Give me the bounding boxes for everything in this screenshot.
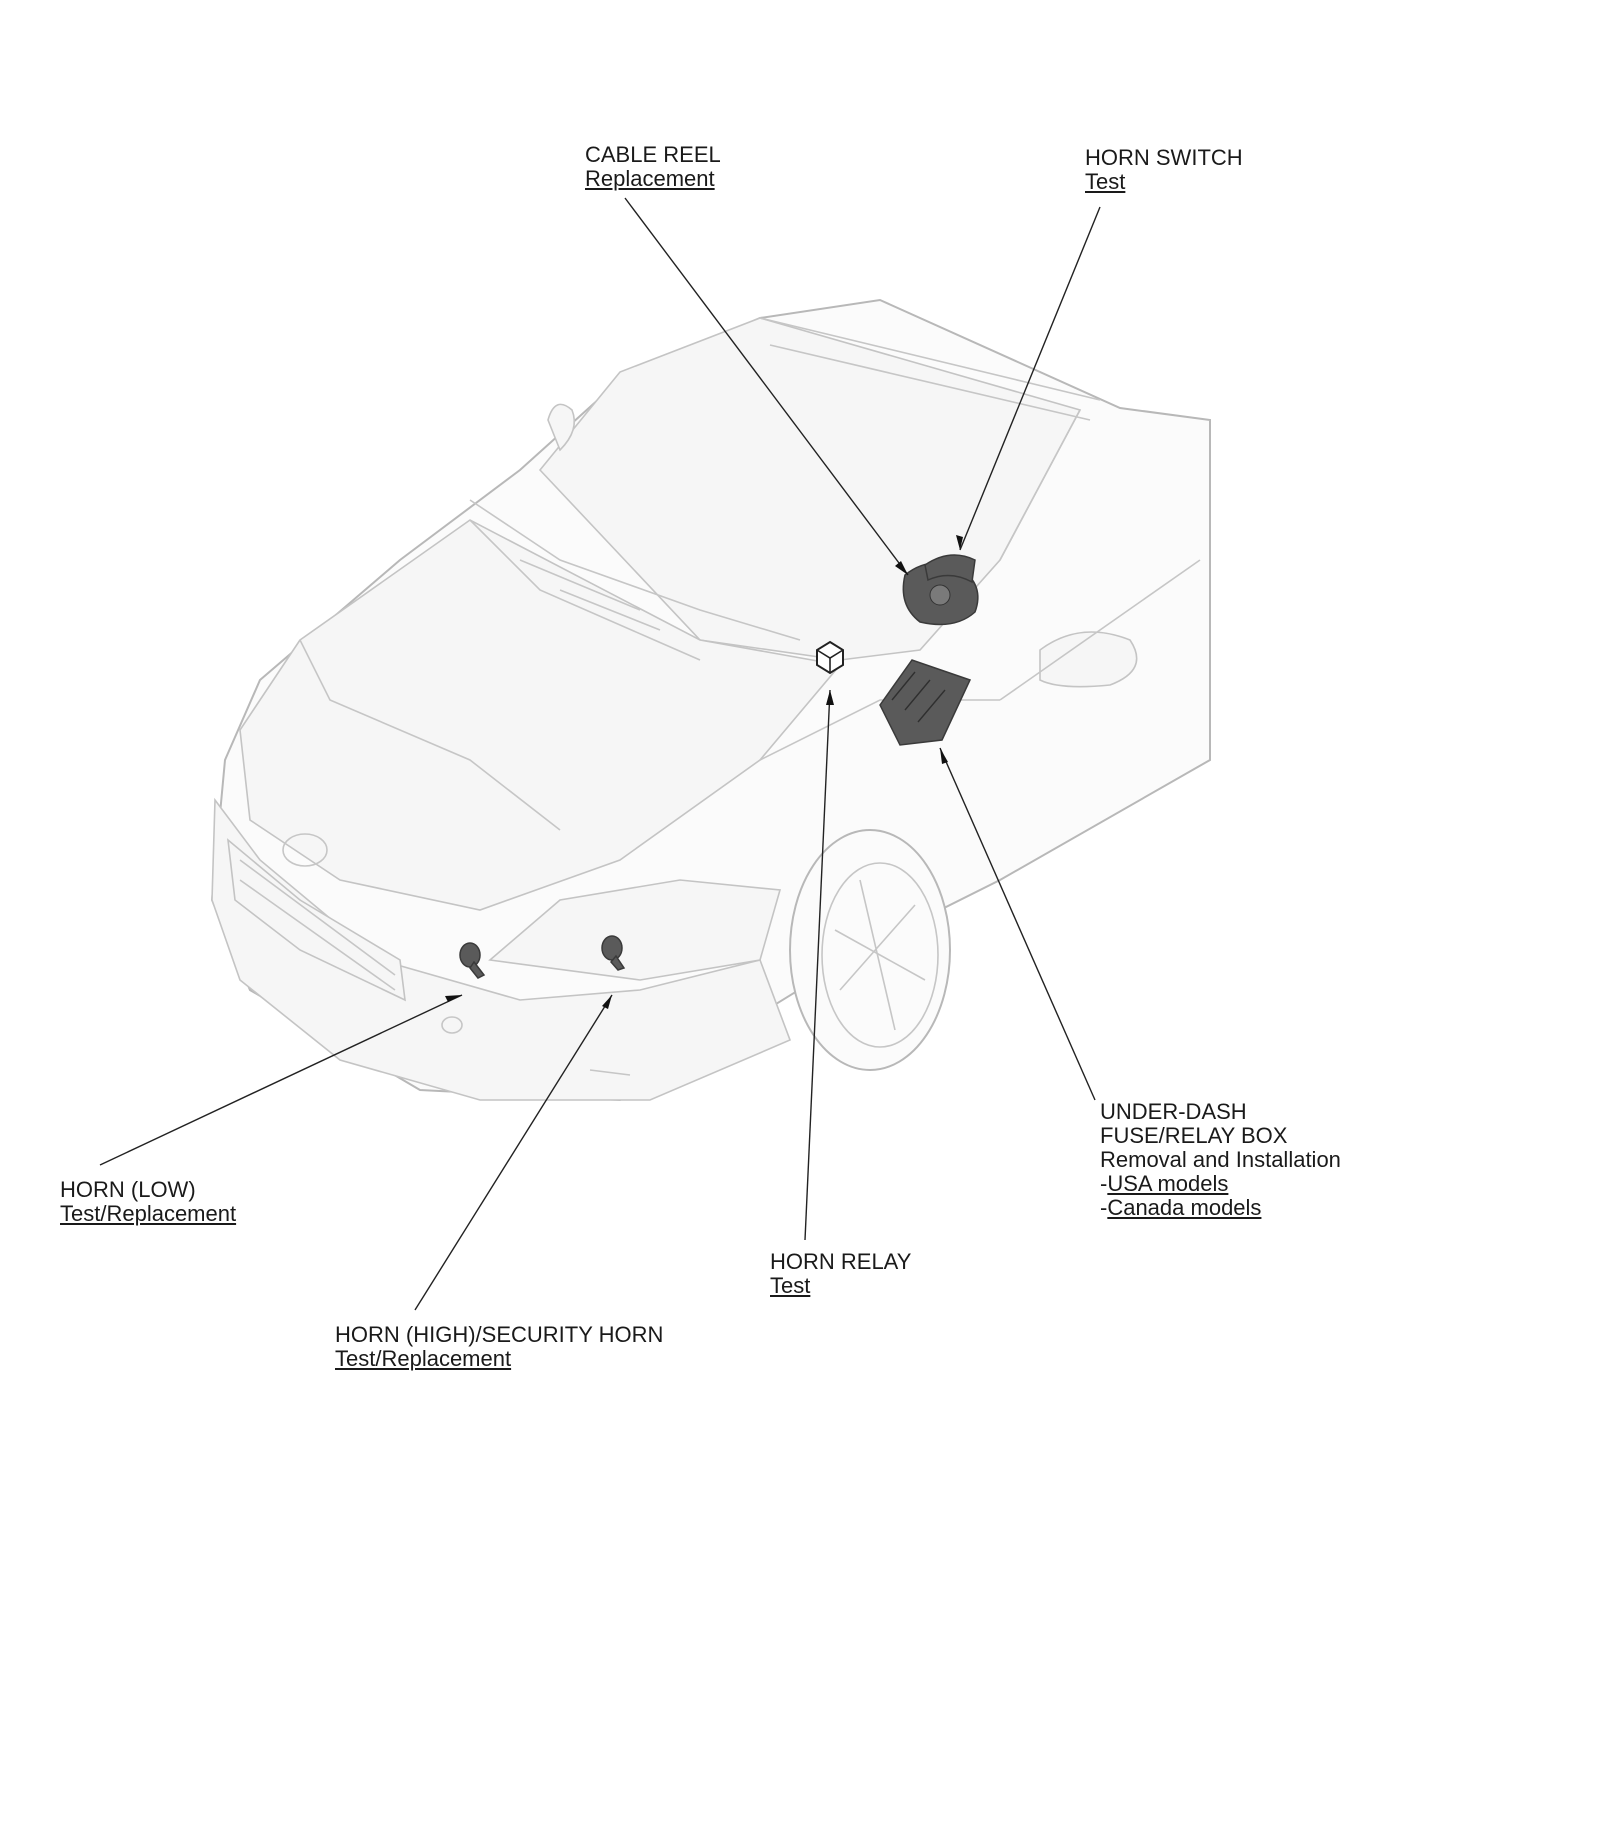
horn-high-component — [601, 935, 626, 971]
under-dash-leader — [939, 747, 1096, 1101]
horn-relay-marker-icon — [816, 640, 844, 675]
horn-low-test-replacement-link[interactable]: Test/Replacement — [60, 1201, 237, 1226]
canada-models-link[interactable]: Canada models — [1107, 1195, 1262, 1220]
horn-low-title: HORN (LOW) — [60, 1177, 196, 1202]
horn-low-callout: HORN (LOW) Test/Replacement — [60, 1178, 236, 1226]
cable-reel-replacement-link[interactable]: Replacement — [585, 166, 715, 191]
horn-high-title: HORN (HIGH)/SECURITY HORN — [335, 1322, 664, 1347]
car-body — [210, 298, 1211, 1102]
horn-high-callout: HORN (HIGH)/SECURITY HORN Test/Replaceme… — [335, 1323, 663, 1371]
horn-relay-title: HORN RELAY — [770, 1249, 912, 1274]
horn-switch-callout: HORN SWITCH Test — [1085, 146, 1243, 194]
horn-relay-leader — [804, 689, 831, 1241]
horn-relay-test-link[interactable]: Test — [770, 1273, 811, 1298]
under-dash-title-line1: UNDER-DASH — [1100, 1099, 1247, 1124]
horn-low-arrowhead — [445, 995, 462, 1002]
canada-prefix: - — [1100, 1195, 1108, 1220]
under-dash-arrowhead — [940, 748, 948, 764]
horn-switch-component — [924, 554, 976, 584]
horn-low-component — [459, 942, 486, 979]
under-dash-subtitle: Removal and Installation — [1100, 1147, 1341, 1172]
leader-lines — [99, 197, 1101, 1311]
horn-switch-arrowhead — [956, 535, 963, 550]
horn-switch-title: HORN SWITCH — [1085, 145, 1243, 170]
horn-high-arrowhead — [602, 995, 612, 1009]
cable-reel-title: CABLE REEL — [585, 142, 721, 167]
cable-reel-component — [902, 562, 979, 626]
horn-high-leader — [414, 994, 613, 1311]
under-dash-usa-row: -USA models — [1100, 1172, 1341, 1196]
under-dash-fuse-relay-box-component — [879, 659, 972, 746]
horn-relay-callout: HORN RELAY Test — [770, 1250, 911, 1298]
under-dash-canada-row: -Canada models — [1100, 1196, 1341, 1220]
cable-reel-callout: CABLE REEL Replacement — [585, 143, 721, 191]
cable-reel-leader — [624, 197, 909, 576]
horn-low-leader — [99, 994, 463, 1166]
horn-high-test-replacement-link[interactable]: Test/Replacement — [335, 1346, 512, 1371]
cable-reel-arrowhead — [895, 561, 908, 575]
under-dash-callout: UNDER-DASH FUSE/RELAY BOX Removal and In… — [1100, 1100, 1341, 1220]
horn-relay-arrowhead — [826, 690, 834, 705]
under-dash-title-line2: FUSE/RELAY BOX — [1100, 1123, 1288, 1148]
horn-switch-test-link[interactable]: Test — [1085, 169, 1126, 194]
usa-prefix: - — [1100, 1171, 1108, 1196]
usa-models-link[interactable]: USA models — [1107, 1171, 1229, 1196]
horn-switch-leader — [959, 206, 1101, 551]
